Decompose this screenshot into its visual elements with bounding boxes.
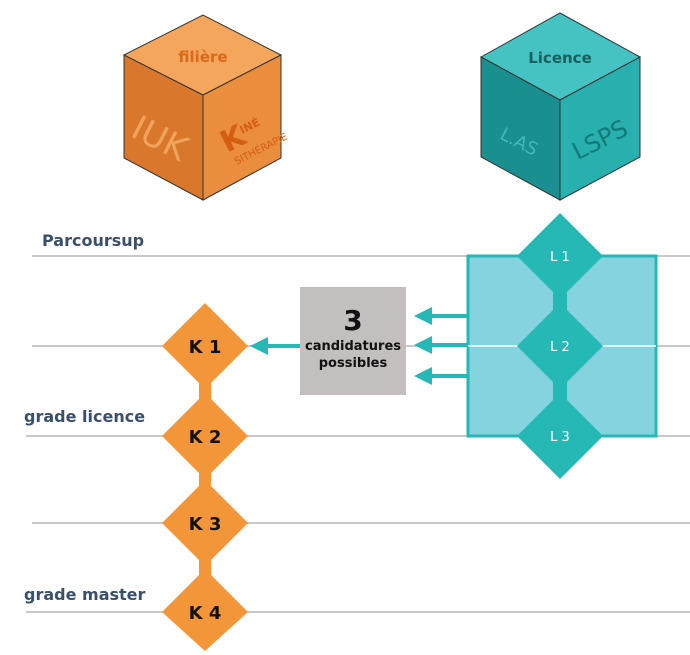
node-l3[interactable]: L 3 bbox=[517, 393, 603, 479]
node-l2-shape bbox=[517, 303, 603, 389]
label-grade-master: grade master bbox=[24, 585, 146, 604]
node-l2[interactable]: L 2 bbox=[517, 303, 603, 389]
label-parcoursup: Parcoursup bbox=[42, 231, 144, 250]
node-k3-shape bbox=[162, 480, 248, 566]
node-l2-label: L 2 bbox=[550, 340, 570, 355]
arrows-to-candidatures bbox=[414, 307, 468, 385]
node-l1-shape bbox=[517, 213, 603, 299]
node-k4[interactable]: K 4 bbox=[162, 569, 248, 651]
candidatures-line2: possibles bbox=[319, 356, 388, 371]
cube-filiere-top-label: filière bbox=[178, 48, 227, 66]
candidatures-box: 3 candidatures possibles bbox=[300, 287, 406, 395]
label-grade-licence: grade licence bbox=[24, 407, 145, 426]
node-k2-label: K 2 bbox=[189, 427, 222, 448]
cube-filiere-right-face bbox=[202, 54, 282, 201]
node-l3-shape bbox=[517, 393, 603, 479]
node-l1-label: L 1 bbox=[550, 250, 570, 265]
arrow-to-k1 bbox=[250, 337, 300, 355]
node-l3-label: L 3 bbox=[550, 430, 570, 445]
node-k1[interactable]: K 1 bbox=[162, 303, 248, 389]
cube-licence-top-label: Licence bbox=[528, 49, 592, 67]
node-k3[interactable]: K 3 bbox=[162, 480, 248, 566]
node-k2[interactable]: K 2 bbox=[162, 393, 248, 479]
candidatures-line1: candidatures bbox=[305, 339, 401, 354]
node-l1[interactable]: L 1 bbox=[517, 213, 603, 299]
node-k1-label: K 1 bbox=[189, 337, 222, 358]
node-k2-shape bbox=[162, 393, 248, 479]
node-k1-shape bbox=[162, 303, 248, 389]
cube-licence-right-face bbox=[559, 56, 641, 201]
cube-licence: Licence L.AS LSPS bbox=[479, 12, 642, 201]
cube-filiere: filière IUK K INÉ SITHÉRAPIE bbox=[122, 14, 290, 201]
candidatures-number: 3 bbox=[343, 304, 362, 337]
node-k3-label: K 3 bbox=[189, 514, 222, 535]
node-k4-label: K 4 bbox=[189, 603, 222, 624]
candidatures-box-bg bbox=[300, 287, 406, 395]
node-k4-shape bbox=[162, 569, 248, 651]
